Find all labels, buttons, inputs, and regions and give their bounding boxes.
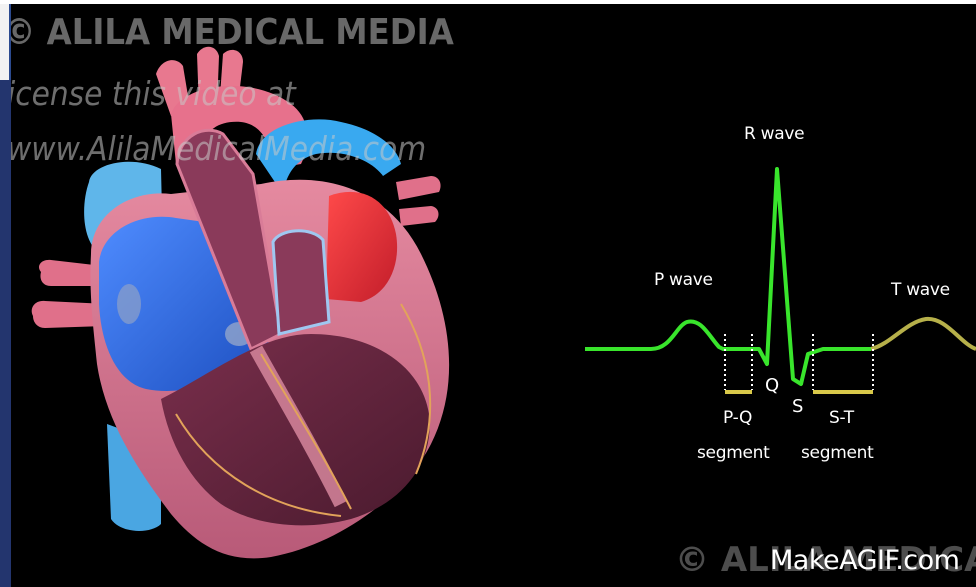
- diagram-canvas: © ALILA MEDICAL MEDIA icense this video …: [11, 4, 976, 587]
- makeagif-brand[interactable]: MakeAGIF.com: [770, 545, 959, 576]
- watermark-license: icense this video at: [11, 74, 296, 113]
- ecg-trace-line: [585, 169, 871, 384]
- label-s: S: [792, 396, 803, 417]
- label-q: Q: [765, 375, 779, 396]
- pulmonary-outflow: [273, 231, 329, 334]
- watermark-url: www.AlilaMedicalMedia.com: [11, 129, 426, 168]
- label-pq-segment-title: P-Q: [723, 408, 752, 428]
- label-st-segment-word: segment: [801, 443, 873, 463]
- valve-tricuspid: [117, 284, 141, 324]
- pulmonary-vein-right-lower: [399, 206, 438, 226]
- label-t-wave: T wave: [891, 280, 950, 300]
- left-frame-strip: [0, 0, 11, 80]
- label-p-wave: P wave: [654, 270, 713, 290]
- label-st-segment-title: S-T: [829, 408, 854, 428]
- label-r-wave: R wave: [744, 124, 804, 144]
- label-pq-segment-word: segment: [697, 443, 769, 463]
- left-frame-edge: [0, 0, 11, 587]
- t-wave-line: [871, 319, 976, 349]
- watermark-copyright: © ALILA MEDICAL MEDIA: [11, 12, 454, 53]
- pulmonary-vein-right-upper: [396, 176, 441, 200]
